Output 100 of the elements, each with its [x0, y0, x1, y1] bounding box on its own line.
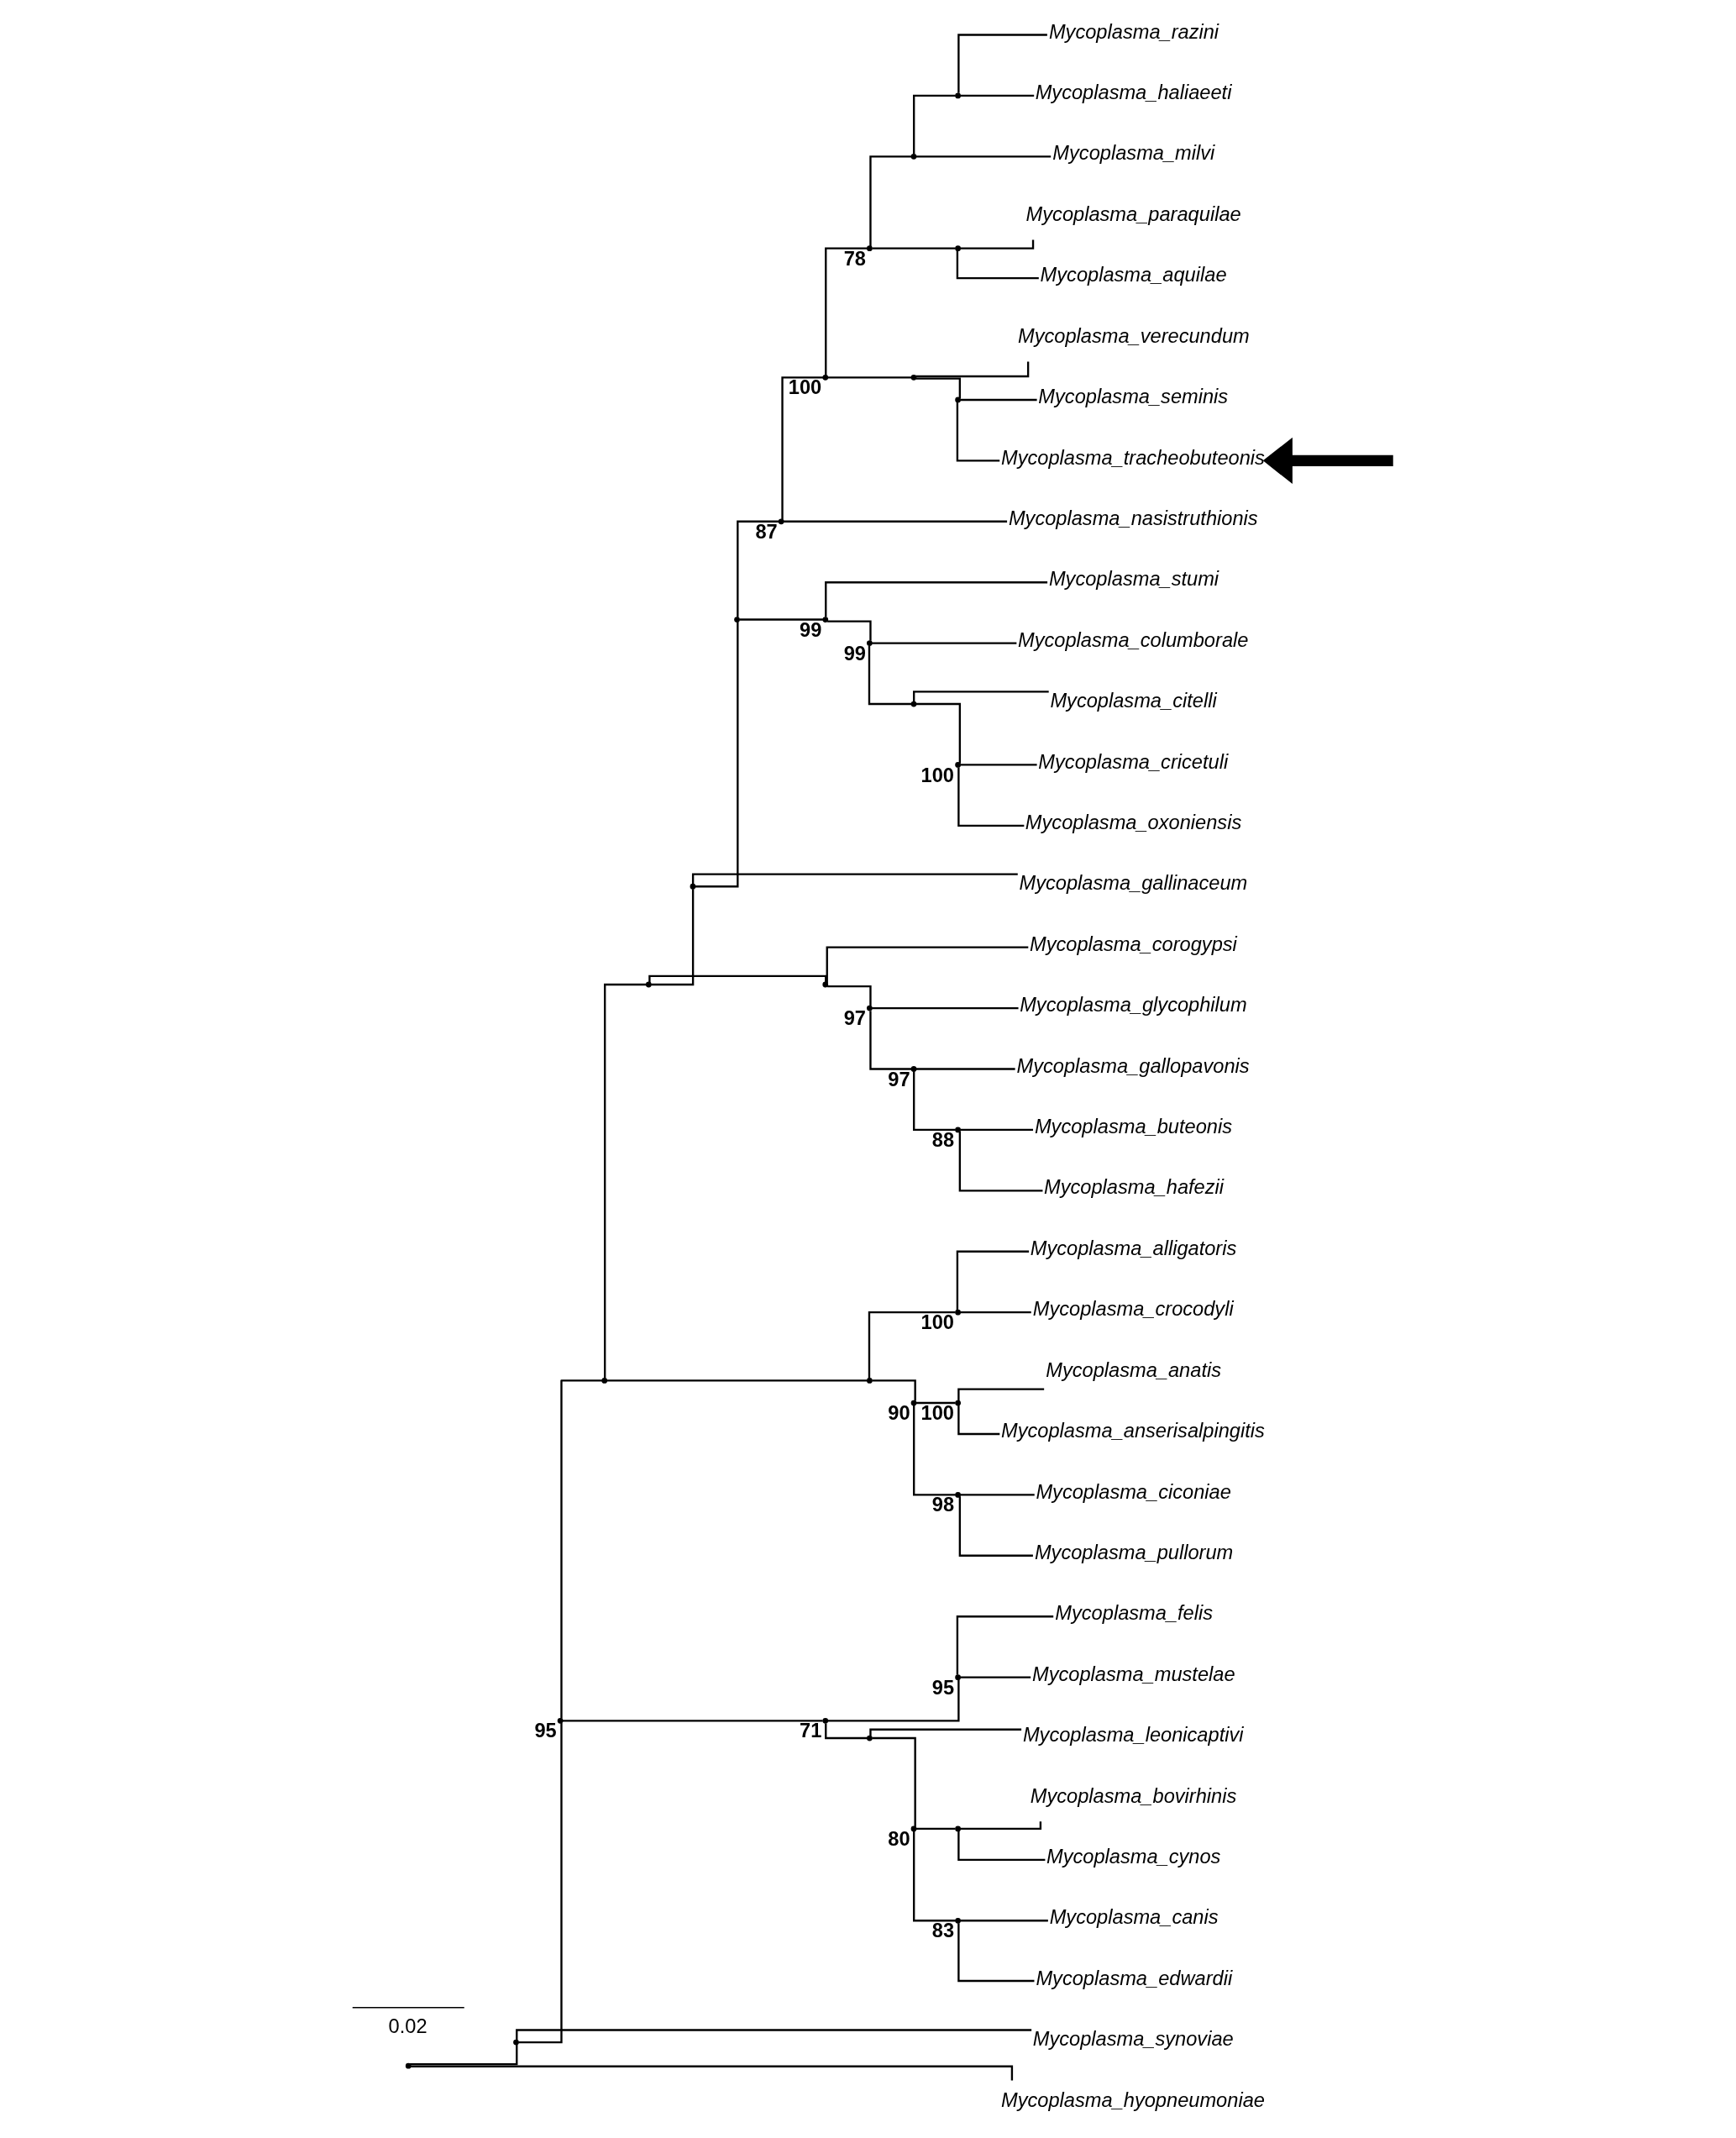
connector	[957, 1405, 999, 1436]
connector	[868, 1728, 1021, 1736]
connector	[956, 1250, 1029, 1311]
connector	[960, 764, 1037, 766]
node-text: Mycoplasma_citelli	[1049, 690, 1217, 712]
node-point	[778, 518, 784, 525]
node-text: Mycoplasma_oxoniensis	[1025, 811, 1241, 833]
node-text: Mycoplasma_gallinaceum	[1018, 872, 1247, 895]
node-point	[910, 1066, 916, 1072]
node-point	[866, 1005, 873, 1011]
node-label: 100	[788, 376, 821, 399]
connector	[957, 1388, 1044, 1401]
node-label: 88	[931, 1129, 954, 1152]
connector	[915, 1068, 1015, 1070]
node-point	[866, 1378, 873, 1384]
node-point	[645, 981, 652, 988]
connector	[956, 250, 1039, 280]
connector	[826, 946, 1028, 984]
connector	[912, 1071, 956, 1132]
arrow	[1262, 437, 1393, 485]
connector	[648, 974, 826, 983]
node-point	[866, 640, 873, 646]
node-text: Mycoplasma_hafezii	[1043, 1176, 1224, 1199]
node-point	[557, 1717, 563, 1724]
node-text: Mycoplasma_seminis	[1037, 386, 1228, 408]
node-text: Mycoplasma_gallopavonis	[1016, 1054, 1250, 1077]
node-text: Mycoplasma_cynos	[1046, 1846, 1220, 1867]
node-text: Mycoplasma_tracheobuteonis	[1000, 446, 1265, 469]
node-text: Mycoplasma_corogypsi	[1029, 932, 1237, 955]
node-label: 87	[754, 520, 778, 543]
node-text: Mycoplasma_leonicaptivi	[1022, 1724, 1244, 1747]
node-text: Mycoplasma_hyopneumoniae	[1000, 2088, 1265, 2111]
connector	[871, 247, 956, 250]
node-label: 100	[920, 1311, 954, 1334]
connector	[515, 2029, 1031, 2041]
node-text: Mycoplasma_paraquilae	[1025, 202, 1241, 225]
node-label: 83	[931, 1920, 954, 1942]
connector	[871, 642, 1016, 644]
node-text: Mycoplasma_alligatoris	[1030, 1237, 1236, 1259]
connector	[603, 983, 647, 1379]
node-point	[733, 617, 740, 622]
node-point	[910, 1400, 916, 1406]
node-point	[954, 1127, 961, 1133]
connector	[868, 645, 911, 706]
connector	[912, 1831, 956, 1922]
connector	[915, 155, 1051, 158]
connector	[827, 1679, 960, 1722]
node-point	[954, 1309, 961, 1316]
node-point	[954, 245, 961, 252]
node-text: Mycoplasma_felis	[1054, 1602, 1213, 1625]
connector	[958, 1496, 1033, 1557]
connector	[957, 1923, 1034, 1983]
connector	[956, 1615, 1053, 1675]
connector	[517, 1722, 563, 2044]
connector	[960, 1128, 1033, 1132]
connector	[957, 767, 1024, 827]
connector	[960, 1920, 1048, 1922]
node-point	[954, 1917, 961, 1924]
node-label: 95	[533, 1720, 557, 1742]
connector	[956, 402, 999, 462]
connector	[780, 376, 823, 520]
node-text: Mycoplasma_glycophilum	[1019, 994, 1247, 1016]
node-point	[954, 92, 961, 99]
node-text: Mycoplasma_canis	[1049, 1906, 1219, 1929]
node-point	[910, 153, 916, 160]
node-text: Mycoplasma_columborale	[1017, 628, 1248, 651]
node-point	[954, 1825, 961, 1832]
connector	[958, 1131, 1042, 1192]
connector	[915, 702, 961, 764]
connector	[868, 1011, 911, 1070]
connector	[650, 889, 694, 986]
node-text: Mycoplasma_anatis	[1045, 1358, 1221, 1381]
node-text: Mycoplasma_aquilae	[1040, 264, 1227, 286]
node-point	[821, 617, 828, 622]
node-label: 99	[843, 642, 866, 665]
connector	[960, 94, 1034, 97]
connector	[960, 1494, 1035, 1496]
connector	[871, 1006, 1019, 1010]
node-text: Mycoplasma_buteonis	[1034, 1116, 1232, 1138]
node-point	[954, 762, 961, 768]
node-point	[821, 981, 828, 988]
connector	[959, 1821, 1041, 1831]
node-label: 80	[887, 1828, 910, 1851]
connector	[826, 620, 872, 641]
node-label: 99	[799, 618, 821, 641]
node-point	[405, 2062, 412, 2069]
node-text: Mycoplasma_nasistruthionis	[1008, 507, 1258, 529]
node-text: Mycoplasma_bovirhinis	[1030, 1784, 1236, 1807]
connector	[915, 1401, 955, 1405]
connector	[960, 1676, 1031, 1678]
connector	[827, 376, 911, 379]
node-text: Mycoplasma_cricetuli	[1037, 750, 1228, 773]
connector	[912, 1405, 956, 1496]
node-point	[866, 245, 873, 252]
node-label: 100	[920, 764, 954, 786]
node-text: Mycoplasma_razini	[1048, 20, 1219, 43]
node-point	[512, 2039, 519, 2046]
node-text: Mycoplasma_verecundum	[1017, 324, 1250, 347]
label: 0.02	[388, 2015, 427, 2038]
node-point	[821, 1717, 828, 1724]
